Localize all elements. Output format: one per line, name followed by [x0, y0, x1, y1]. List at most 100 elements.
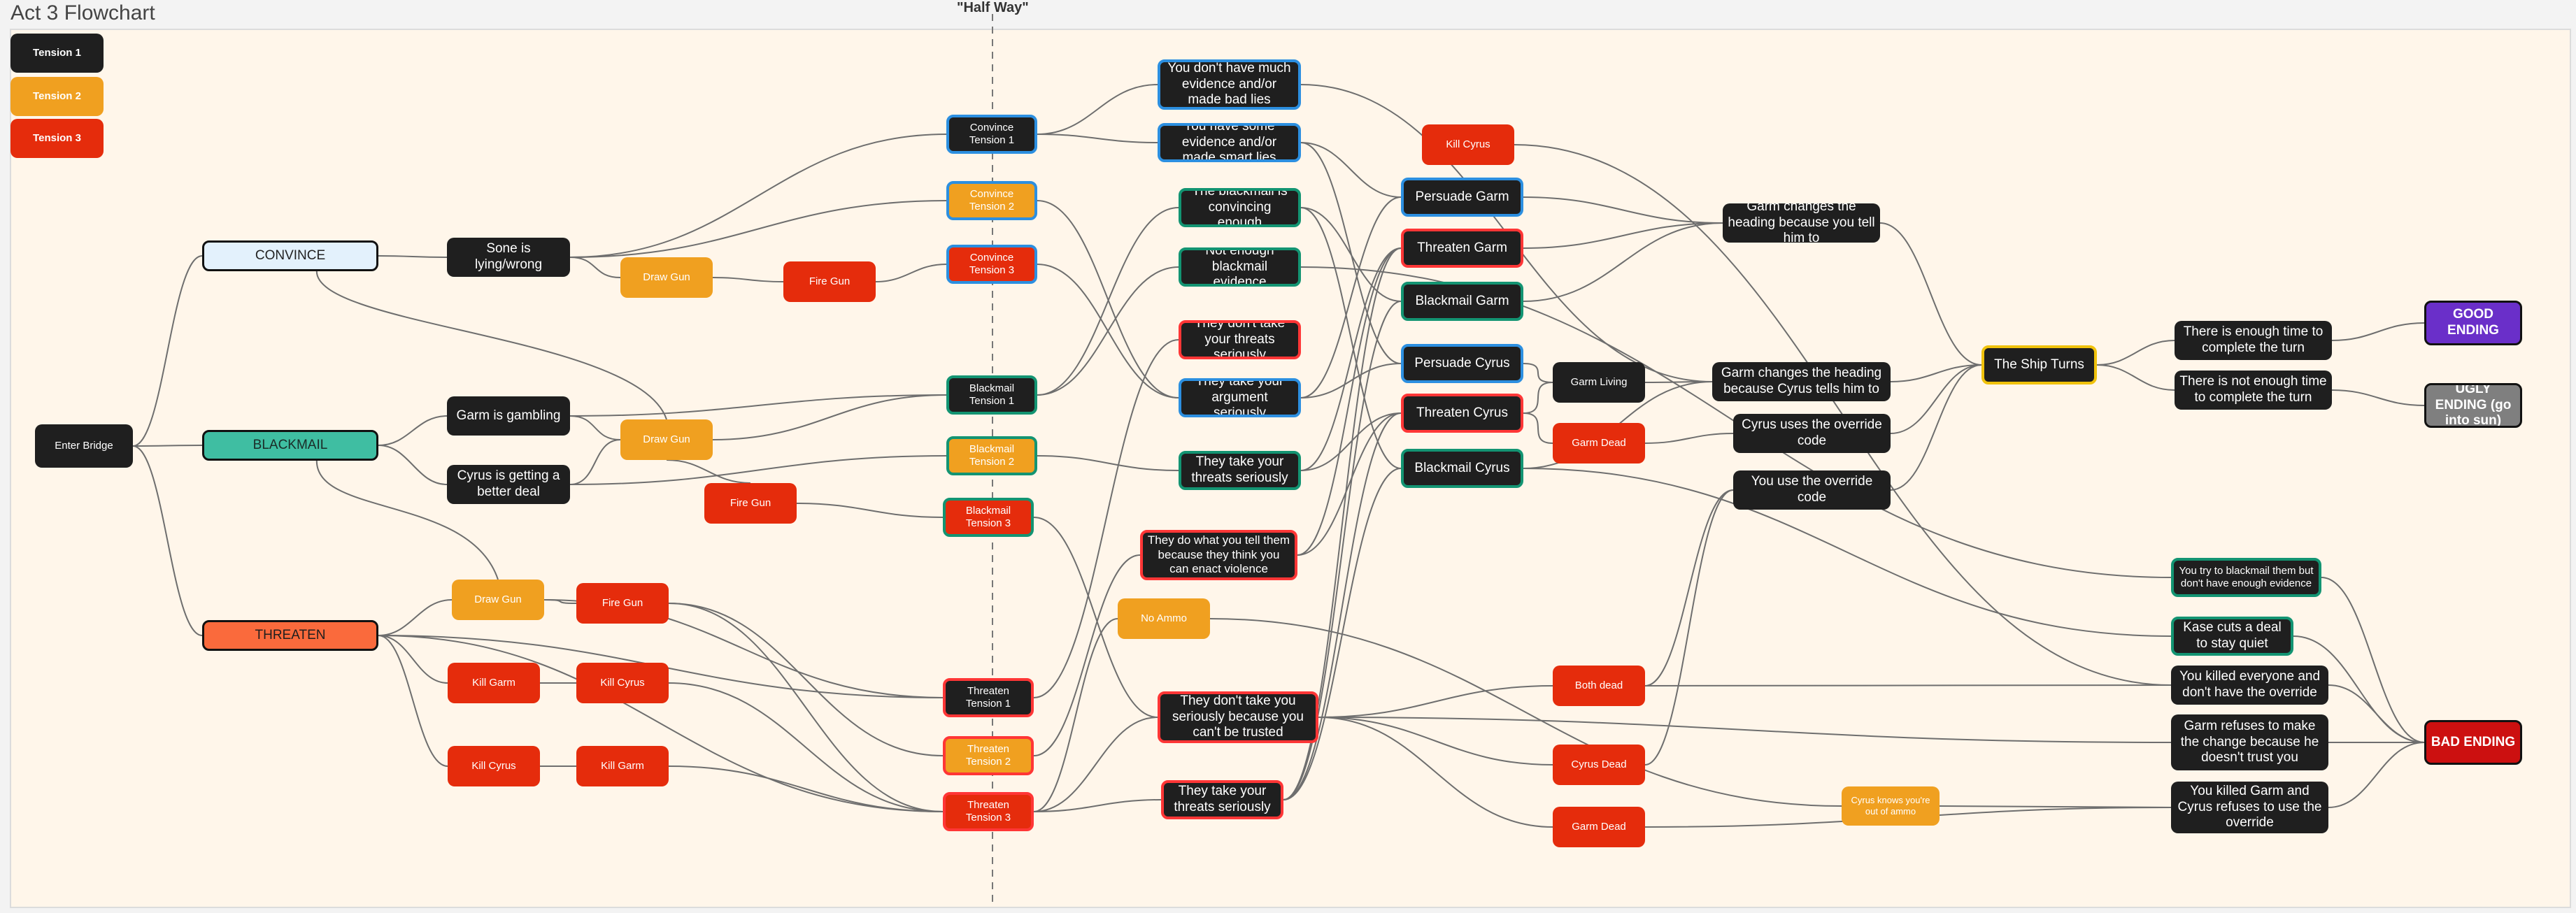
connector-blackmail-convincing-to-blackmail-garm [1300, 207, 1402, 302]
node-blackmail-garm: Blackmail Garm [1401, 282, 1523, 321]
connector-enter-bridge-to-blackmail [132, 445, 203, 447]
node-fire-gun-convince: Fire Gun [783, 261, 876, 302]
node-dont-take-threats: They don't take your threats seriously [1179, 320, 1301, 359]
node-do-what-you-tell: They do what you tell them because they … [1140, 530, 1297, 580]
node-cyrus-knows-ammo: Cyrus knows you're out of ammo [1842, 786, 1940, 826]
connector-convince-t2-to-take-argument [1037, 200, 1179, 398]
node-cyrus-dead: Cyrus Dead [1553, 745, 1645, 785]
node-kill-cyrus-1: Kill Cyrus [576, 663, 669, 703]
node-not-enough-time: There is not enough time to complete the… [2175, 371, 2332, 410]
connector-garm-dead-1-to-cyrus-override [1644, 433, 1734, 444]
connector-enough-time-to-good-ending [2331, 322, 2425, 341]
connector-cant-be-trusted-to-garm-refuses [1318, 717, 2172, 743]
connector-enter-bridge-to-threaten [132, 445, 203, 636]
connector-take-threats-1-to-threaten-cyrus [1300, 412, 1402, 471]
connector-fire-gun-threaten-to-threaten-t3 [668, 603, 944, 812]
node-garm-dead-1: Garm Dead [1553, 423, 1645, 463]
node-threaten-t3: Threaten Tension 3 [943, 792, 1034, 831]
node-draw-gun-threaten: Draw Gun [452, 580, 544, 620]
legend-tension-2: Tension 2 [10, 77, 104, 116]
connector-garm-heading-you-to-ship-turns [1879, 222, 1982, 366]
connector-try-blackmail-to-bad-ending [2321, 577, 2425, 743]
node-persuade-garm: Persuade Garm [1401, 178, 1523, 217]
node-enter-bridge: Enter Bridge [35, 424, 133, 468]
node-take-argument: They take your argument seriously [1179, 378, 1301, 417]
connector-ship-turns-to-not-enough-time [2096, 364, 2175, 391]
connector-sone-lying-to-convince-t1 [569, 134, 947, 258]
node-kill-garm-1: Kill Garm [448, 663, 540, 703]
connector-do-what-you-tell-to-threaten-garm [1297, 247, 1402, 556]
connector-sone-lying-to-draw-gun-convince [569, 257, 621, 278]
node-fire-gun-threaten: Fire Gun [576, 583, 669, 624]
node-bad-ending: BAD ENDING [2424, 720, 2522, 765]
connector-cyrus-dead-to-you-override [1644, 489, 1734, 765]
connector-kill-garm-2-to-threaten-t3 [668, 765, 944, 812]
connector-some-evidence-to-persuade-cyrus [1300, 142, 1402, 364]
node-killed-garm-cyrus: You killed Garm and Cyrus refuses to use… [2171, 782, 2328, 833]
connector-threaten-t3-to-take-threats-2 [1033, 799, 1162, 812]
connector-you-override-to-ship-turns [1890, 364, 1982, 491]
connector-killed-garm-cyrus-to-bad-ending [2328, 742, 2425, 808]
connector-cyrus-knows-ammo-to-killed-garm-cyrus [1939, 805, 2172, 808]
connector-threaten-to-kill-garm-1 [378, 635, 448, 684]
node-kill-cyrus-3: Kill Cyrus [1422, 124, 1514, 165]
node-enough-time: There is enough time to complete the tur… [2175, 321, 2332, 360]
node-try-blackmail: You try to blackmail them but don't have… [2171, 558, 2321, 597]
connector-threaten-to-threaten-t3 [378, 635, 944, 812]
connector-cant-be-trusted-to-garm-dead-2 [1318, 717, 1553, 828]
node-ship-turns: The Ship Turns [1981, 345, 2097, 384]
node-convince-t2: Convince Tension 2 [946, 181, 1037, 220]
node-good-ending: GOOD ENDING [2424, 301, 2522, 345]
connector-take-threats-2-to-blackmail-cyrus [1283, 468, 1402, 800]
node-garm-dead-2: Garm Dead [1553, 807, 1645, 847]
node-draw-gun-blackmail: Draw Gun [620, 419, 713, 460]
connector-no-ammo-to-cyrus-knows-ammo [1209, 618, 1842, 807]
connector-threaten-to-kill-cyrus-2 [378, 635, 448, 767]
node-killed-everyone: You killed everyone and don't have the o… [2171, 666, 2328, 705]
connector-garm-heading-cyrus-to-ship-turns [1890, 364, 1982, 382]
node-kill-cyrus-2: Kill Cyrus [448, 746, 540, 786]
node-draw-gun-convince: Draw Gun [620, 257, 713, 298]
connector-lines [132, 84, 2425, 828]
node-convince: CONVINCE [202, 240, 378, 271]
connector-blackmail-t3-to-cant-be-trusted [1033, 517, 1158, 718]
connector-cyrus-better-deal-to-blackmail-t2 [569, 455, 947, 485]
node-garm-heading-cyrus: Garm changes the heading because Cyrus t… [1712, 362, 1891, 401]
connector-fire-gun-blackmail-to-blackmail-t3 [796, 503, 944, 518]
connector-enter-bridge-to-convince [132, 255, 203, 447]
connector-threaten-t2-to-do-what-you-tell [1033, 554, 1141, 756]
connector-not-enough-time-to-ugly-ending [2331, 389, 2425, 406]
node-convince-t1: Convince Tension 1 [946, 115, 1037, 154]
connector-killed-everyone-to-bad-ending [2328, 684, 2425, 743]
node-blackmail-convincing: The blackmail is convincing enough [1179, 188, 1301, 227]
node-cant-be-trusted: They don't take you seriously because yo… [1158, 691, 1318, 743]
page-title: Act 3 Flowchart [10, 1, 155, 24]
connector-take-threats-2-to-threaten-garm [1283, 247, 1402, 800]
connector-fire-gun-convince-to-convince-t3 [875, 264, 947, 282]
connector-draw-gun-threaten-to-blackmail [315, 460, 499, 580]
connector-take-threats-2-to-blackmail-garm [1283, 301, 1402, 800]
connector-fire-gun-threaten-to-threaten-t2 [668, 603, 944, 756]
node-persuade-cyrus: Persuade Cyrus [1401, 344, 1523, 383]
node-threaten-garm: Threaten Garm [1401, 229, 1523, 268]
connector-take-threats-2-to-threaten-cyrus [1283, 412, 1402, 800]
node-fire-gun-blackmail: Fire Gun [704, 483, 797, 524]
halfway-label: "Half Way" [957, 0, 1029, 15]
node-garm-gambling: Garm is gambling [447, 396, 570, 436]
node-threaten-cyrus: Threaten Cyrus [1401, 394, 1523, 433]
node-no-much-evidence: You don't have much evidence and/or made… [1158, 59, 1301, 110]
node-blackmail-cyrus: Blackmail Cyrus [1401, 449, 1523, 488]
connector-threaten-t3-to-cant-be-trusted [1033, 717, 1158, 812]
connector-draw-gun-blackmail-to-blackmail-t1 [712, 394, 947, 440]
connector-threaten-t1-to-dont-take-threats [1033, 339, 1179, 698]
connector-cant-be-trusted-to-both-dead [1318, 685, 1553, 718]
node-threaten-t2: Threaten Tension 2 [943, 736, 1034, 775]
connector-threaten-cyrus-to-garm-dead-1 [1523, 412, 1553, 444]
connector-persuade-cyrus-to-garm-living [1523, 363, 1553, 383]
connector-some-evidence-to-persuade-garm [1300, 142, 1402, 198]
connector-blackmail-garm-to-garm-heading-you [1523, 222, 1723, 302]
node-blackmail: BLACKMAIL [202, 430, 378, 461]
node-garm-living: Garm Living [1553, 362, 1645, 403]
legend-tension-3: Tension 3 [10, 119, 104, 158]
connector-blackmail-cyrus-to-kase-deal [1523, 468, 2172, 637]
